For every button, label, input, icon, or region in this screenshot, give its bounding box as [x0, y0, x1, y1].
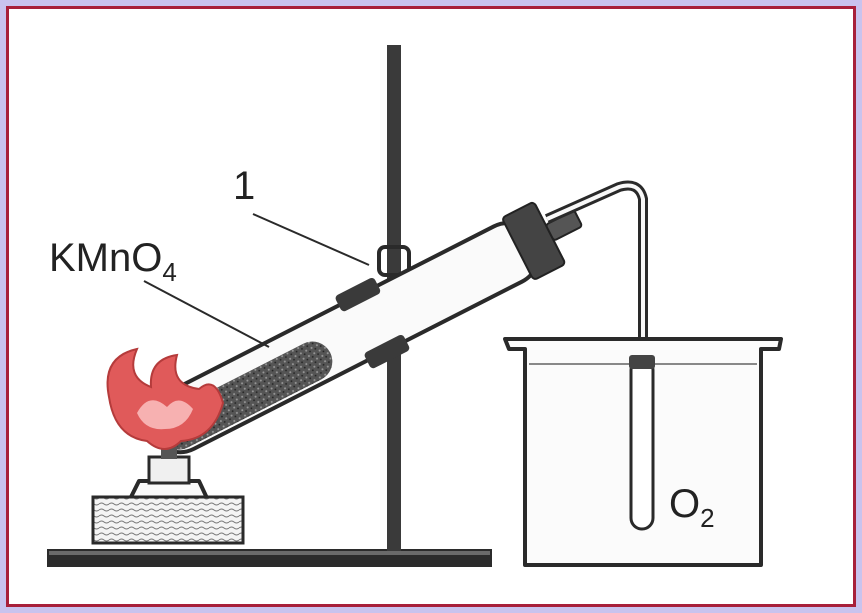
diagram-panel: 1 KMnO4 O2 [6, 6, 856, 607]
label-o2-subscript: 2 [700, 503, 714, 533]
collecting-tube [629, 357, 655, 531]
label-kmno4-base: KMnO [49, 236, 162, 280]
spirit-lamp [91, 439, 245, 545]
stand-base-highlight [49, 551, 490, 555]
label-o2: O2 [669, 482, 715, 533]
pointer-line-1 [252, 213, 370, 266]
label-kmno4-subscript: 4 [162, 257, 176, 287]
label-o2-base: O [669, 482, 700, 526]
label-1: 1 [233, 164, 255, 208]
clamp-boss [377, 245, 411, 277]
oxygen-preparation-diagram: 1 KMnO4 O2 [47, 45, 783, 567]
pointer-line-kmno4 [143, 280, 270, 348]
label-kmno4: KMnO4 [49, 236, 177, 287]
flame [106, 347, 225, 450]
